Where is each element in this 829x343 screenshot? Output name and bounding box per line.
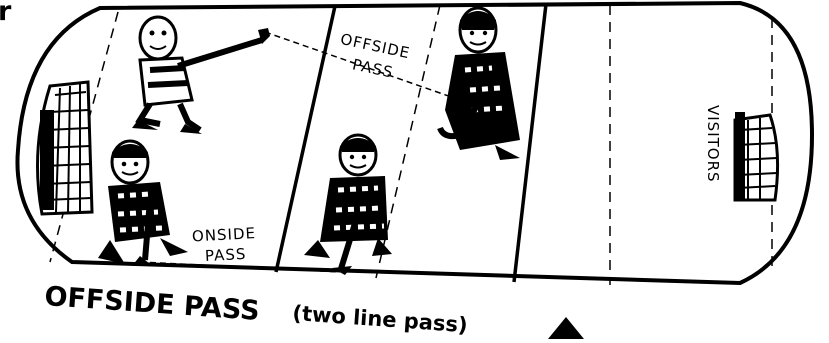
goal-net-left (38, 82, 93, 214)
onside-pass-label-line2: PASS (205, 245, 247, 265)
center-arrow (548, 317, 584, 339)
player-passer-onside (98, 141, 188, 266)
player-receiver-onside (304, 135, 392, 275)
visitors-label: VISITORS (704, 105, 722, 183)
player-passer-offside (132, 17, 270, 134)
caption-sub: (two line pass) (292, 301, 469, 337)
goal-net-right (735, 112, 778, 200)
top-heading-fragment: r (0, 0, 12, 27)
caption-main: OFFSIDE PASS (44, 281, 261, 327)
offside-pass-label-line1: OFFSIDE (339, 30, 412, 62)
onside-pass-label-line1: ONSIDE (192, 224, 257, 245)
offside-pass-label-line2: PASS (351, 55, 395, 81)
player-receiver-offside (440, 8, 520, 160)
solid-line-right (514, 4, 546, 282)
